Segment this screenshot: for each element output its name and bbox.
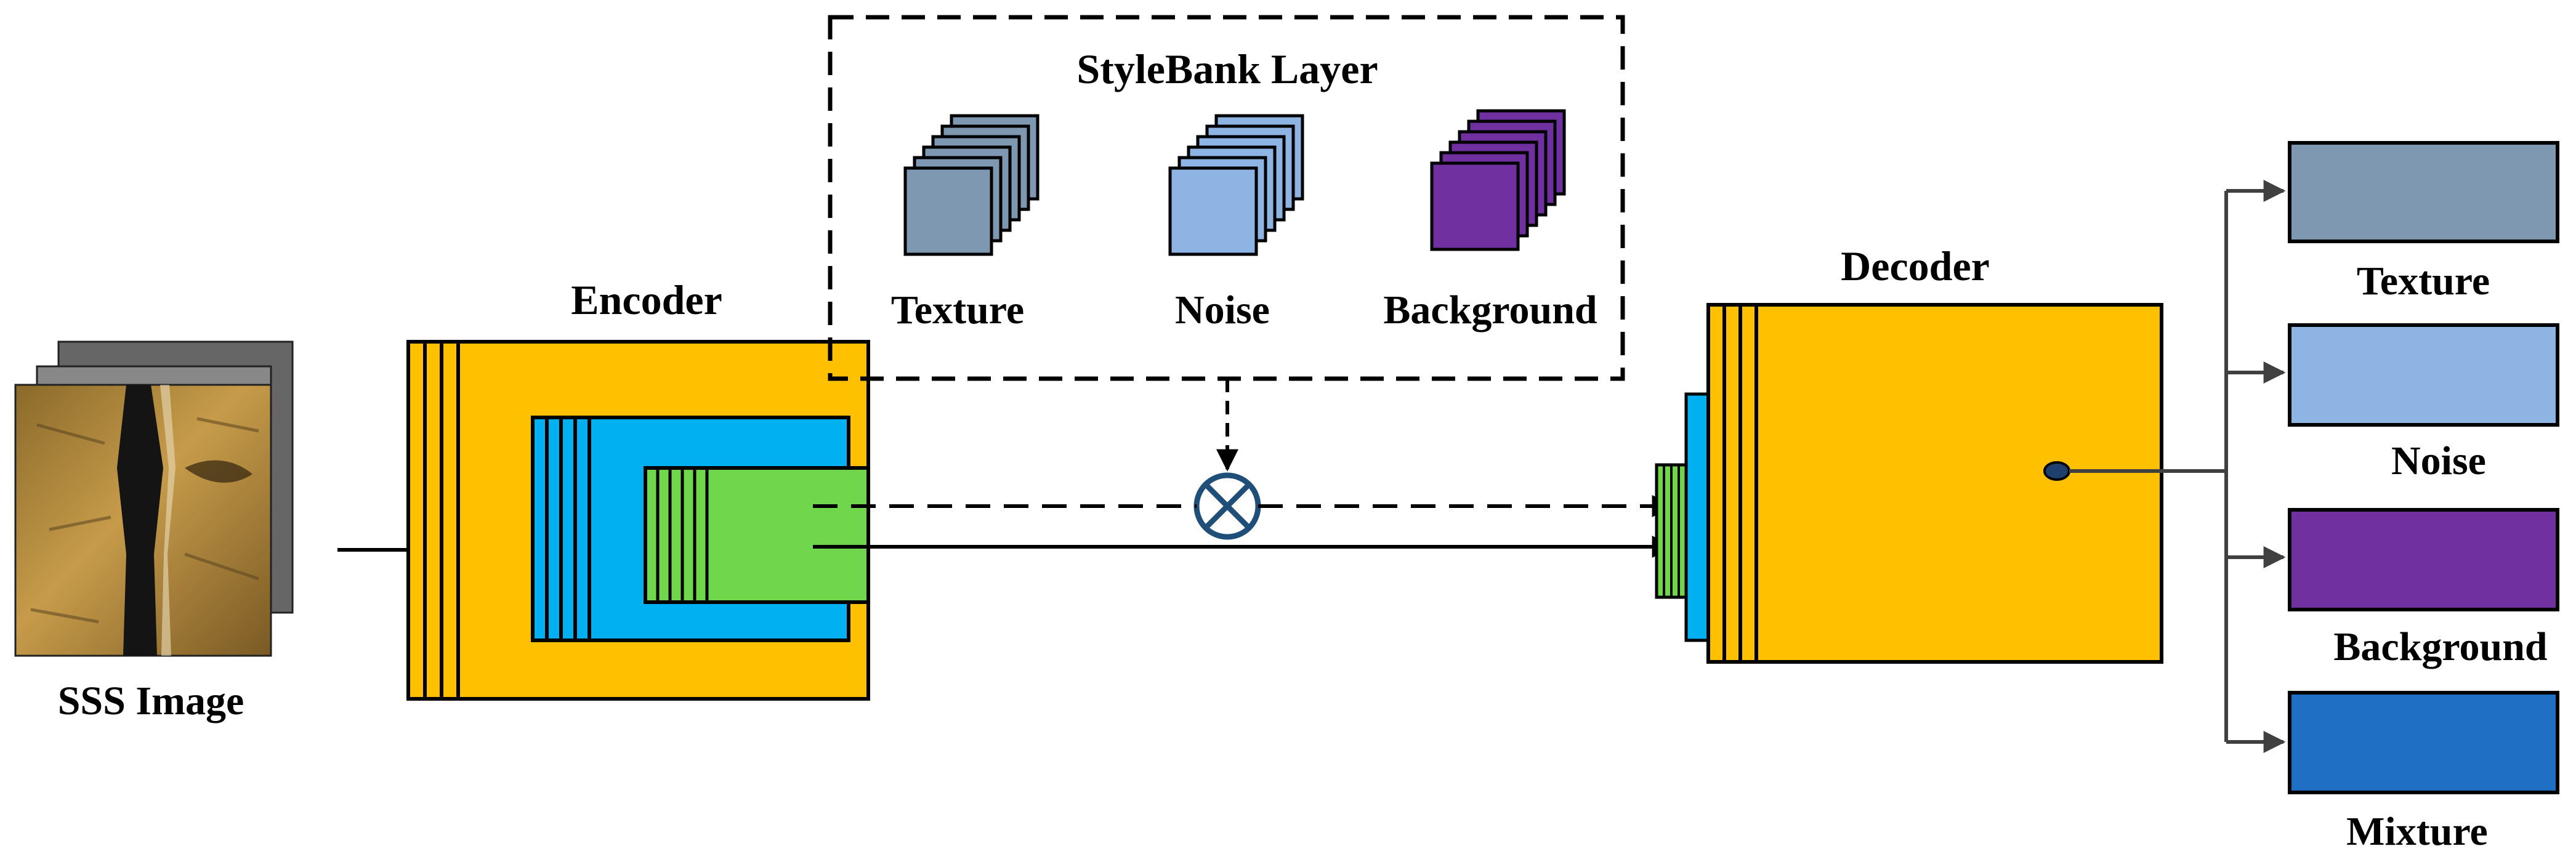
noise-bank-stack	[1168, 114, 1304, 256]
output-noise: Noise	[2288, 323, 2559, 483]
sss-image-label: SSS Image	[58, 679, 244, 723]
decoder-label: Decoder	[1841, 243, 1990, 289]
output-texture: Texture	[2288, 141, 2559, 304]
decoder-outer-block	[1706, 303, 2163, 664]
output-mixture: Mixture	[2288, 691, 2559, 854]
encoder-label: Encoder	[571, 276, 722, 323]
output-noise-label: Noise	[2391, 438, 2486, 483]
sss-image-stack: SSS Image	[14, 340, 294, 723]
decoder-output-node	[2043, 461, 2070, 481]
stylebank-title: StyleBank Layer	[1076, 46, 1378, 92]
output-mixture-label: Mixture	[2346, 809, 2488, 854]
decoder: Decoder	[1655, 243, 2163, 664]
encoder: Encoder	[406, 276, 870, 701]
output-background: Background	[2288, 508, 2559, 669]
stylebank-noise-label: Noise	[1175, 288, 1270, 332]
output-branch	[2069, 180, 2286, 753]
stylebank-background-label: Background	[1383, 288, 1597, 332]
output-texture-label: Texture	[2357, 259, 2490, 304]
encoder-inner-block	[644, 466, 870, 604]
texture-bank-stack	[903, 114, 1040, 256]
circle-times-icon	[1193, 472, 1261, 540]
output-background-label: Background	[2333, 624, 2547, 669]
decoder-middle-block	[1684, 392, 1710, 642]
background-bank-stack	[1430, 109, 1566, 251]
stylebank-layer: StyleBank Layer Texture Noise	[828, 15, 1625, 381]
sss-image-front	[14, 384, 272, 657]
stylebank-texture-label: Texture	[891, 288, 1024, 332]
